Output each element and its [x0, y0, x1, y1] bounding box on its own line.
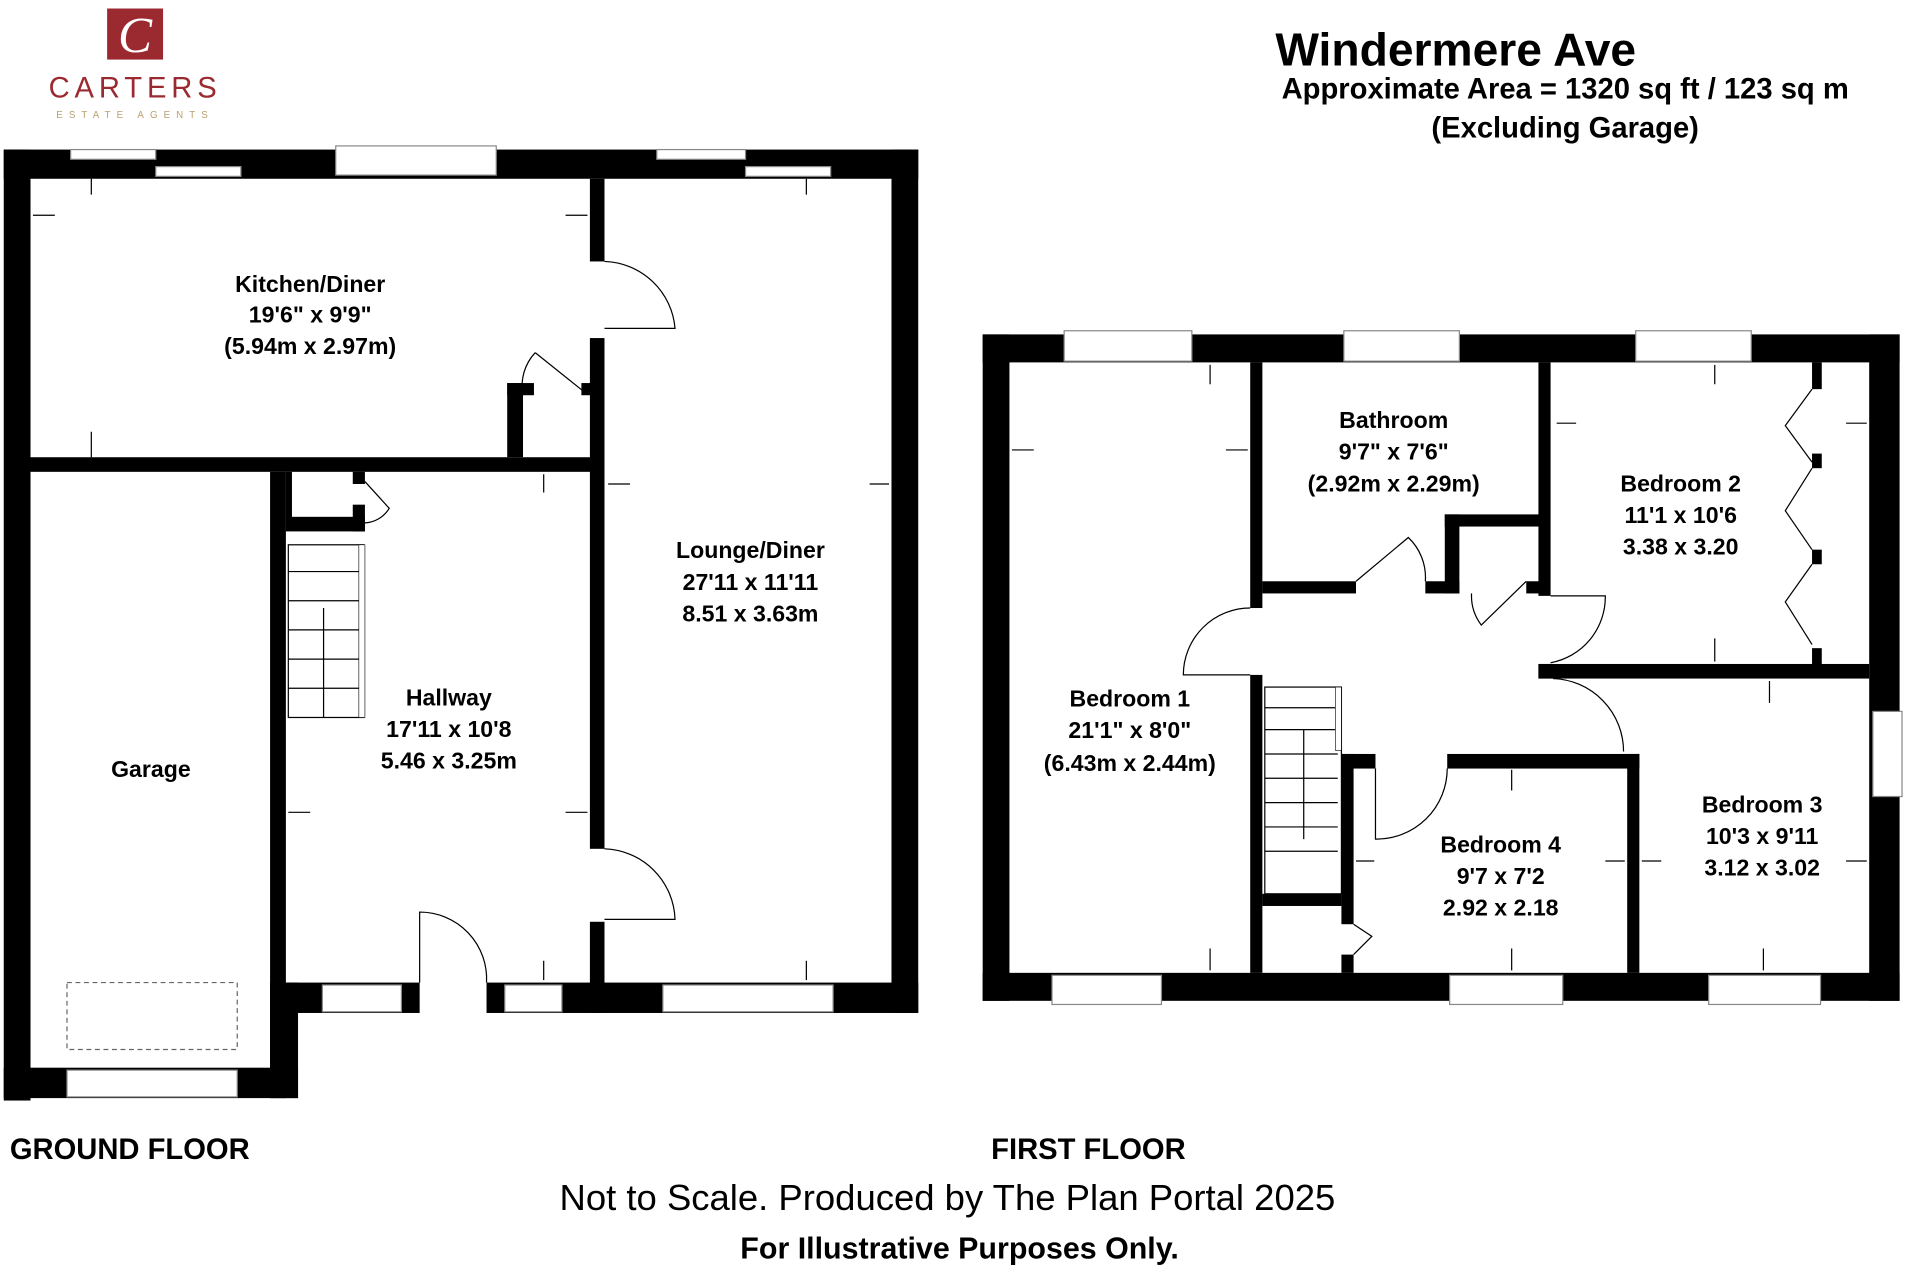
room-garage: Garage — [111, 756, 191, 782]
svg-text:19'6" x 9'9": 19'6" x 9'9" — [249, 301, 372, 327]
svg-text:Kitchen/Diner: Kitchen/Diner — [235, 271, 385, 297]
logo-mark — [107, 8, 164, 60]
svg-text:(2.92m x 2.29m): (2.92m x 2.29m) — [1308, 470, 1480, 496]
svg-text:2.92 x 2.18: 2.92 x 2.18 — [1443, 895, 1559, 921]
area-text: Approximate Area = 1320 sq ft / 123 sq m — [1282, 74, 1849, 106]
excluding-garage-note: (Excluding Garage) — [1431, 112, 1698, 144]
logo-letter: C — [118, 7, 153, 64]
logo-brand: CARTERS — [49, 72, 222, 104]
room-bathroom: Bathroom 9'7" x 7'6" (2.92m x 2.29m) — [1308, 407, 1480, 496]
svg-text:8.51 x 3.63m: 8.51 x 3.63m — [682, 600, 818, 626]
room-bedroom-4: Bedroom 4 9'7 x 7'2 2.92 x 2.18 — [1440, 831, 1561, 920]
svg-text:Bedroom 2: Bedroom 2 — [1620, 470, 1741, 496]
svg-text:11'1 x 10'6: 11'1 x 10'6 — [1624, 502, 1737, 528]
property-title: Windermere Ave — [1275, 24, 1636, 76]
scale-note: Not to Scale. Produced by The Plan Porta… — [560, 1177, 1336, 1218]
svg-text:Hallway: Hallway — [406, 684, 492, 710]
room-hallway: Hallway 17'11 x 10'8 5.46 x 3.25m — [381, 684, 517, 773]
ground-floor-label: GROUND FLOOR — [10, 1134, 250, 1166]
svg-text:(6.43m x 2.44m): (6.43m x 2.44m) — [1044, 750, 1216, 776]
logo-tagline: ESTATE AGENTS — [56, 110, 214, 121]
room-bedroom-1: Bedroom 1 21'1" x 8'0" (6.43m x 2.44m) — [1044, 686, 1216, 776]
room-lounge-diner: Lounge/Diner 27'11 x 11'11 8.51 x 3.63m — [676, 537, 825, 626]
svg-text:17'11 x 10'8: 17'11 x 10'8 — [386, 716, 511, 742]
svg-text:Bedroom 3: Bedroom 3 — [1702, 791, 1823, 817]
svg-text:Lounge/Diner: Lounge/Diner — [676, 537, 825, 563]
room-bedroom-3: Bedroom 3 10'3 x 9'11 3.12 x 3.02 — [1702, 791, 1823, 880]
carters-logo: C CARTERS ESTATE AGENTS — [49, 7, 222, 121]
svg-text:3.12 x 3.02: 3.12 x 3.02 — [1704, 855, 1820, 881]
room-kitchen-diner: Kitchen/Diner 19'6" x 9'9" (5.94m x 2.97… — [224, 271, 396, 359]
svg-text:Bedroom 1: Bedroom 1 — [1070, 686, 1191, 712]
svg-text:9'7" x 7'6": 9'7" x 7'6" — [1339, 439, 1449, 465]
svg-text:Bathroom: Bathroom — [1339, 407, 1448, 433]
room-bedroom-2: Bedroom 2 11'1 x 10'6 3.38 x 3.20 — [1620, 470, 1741, 559]
first-floor-label: FIRST FLOOR — [991, 1134, 1185, 1166]
svg-text:5.46 x 3.25m: 5.46 x 3.25m — [381, 748, 517, 774]
svg-text:(5.94m x 2.97m): (5.94m x 2.97m) — [224, 333, 396, 359]
svg-text:21'1" x 8'0": 21'1" x 8'0" — [1068, 717, 1191, 743]
svg-text:Bedroom 4: Bedroom 4 — [1440, 831, 1561, 857]
svg-text:9'7 x 7'2: 9'7 x 7'2 — [1457, 863, 1545, 889]
svg-text:10'3 x 9'11: 10'3 x 9'11 — [1706, 823, 1819, 849]
disclaimer: For Illustrative Purposes Only. — [740, 1232, 1179, 1266]
svg-text:3.38 x 3.20: 3.38 x 3.20 — [1623, 534, 1739, 560]
first-floor-plan — [982, 330, 1903, 1006]
ground-floor-plan — [3, 145, 919, 1101]
svg-text:27'11 x 11'11: 27'11 x 11'11 — [683, 569, 819, 595]
